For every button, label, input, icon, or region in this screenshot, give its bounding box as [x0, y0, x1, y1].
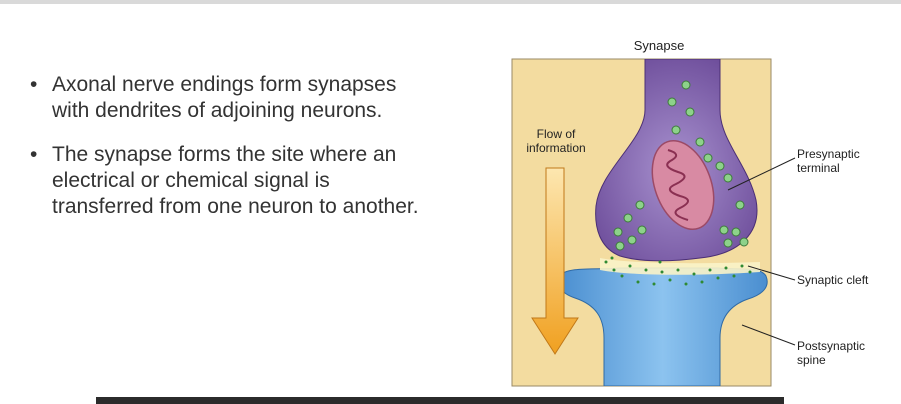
bullet-item: • The synapse forms the site where an ele…: [30, 142, 430, 220]
diagram-title: Synapse: [634, 38, 685, 53]
postsynaptic-label-line2: spine: [797, 353, 826, 367]
vesicles: [613, 80, 749, 251]
postsynaptic-label-line1: Postsynaptic: [797, 339, 865, 353]
bullet-list: • Axonal nerve endings form synapses with…: [30, 72, 430, 238]
video-control-bar: [96, 397, 784, 404]
presynaptic-label-line1: Presynaptic: [797, 147, 860, 161]
top-divider: [0, 0, 901, 4]
postsynaptic-leader: [741, 324, 796, 346]
presynaptic-leader: [727, 157, 796, 191]
mitochondrion: [651, 139, 715, 231]
neurotransmitter-dots: [604, 256, 752, 286]
cleft-label: Synaptic cleft: [797, 273, 869, 287]
cleft-leader: [747, 265, 796, 281]
cleft-band: [600, 258, 760, 275]
bullet-text: Axonal nerve endings form synapses with …: [52, 73, 397, 122]
bullet-dot: •: [30, 73, 38, 96]
bullet-item: • Axonal nerve endings form synapses with…: [30, 72, 430, 124]
flow-label-line1: Flow of: [537, 127, 576, 141]
presynaptic-label-line2: terminal: [797, 161, 840, 175]
flow-label-line2: information: [526, 141, 585, 155]
bullet-text: The synapse forms the site where an elec…: [52, 143, 419, 218]
flow-arrow: [531, 167, 579, 355]
bullet-dot: •: [30, 143, 38, 166]
